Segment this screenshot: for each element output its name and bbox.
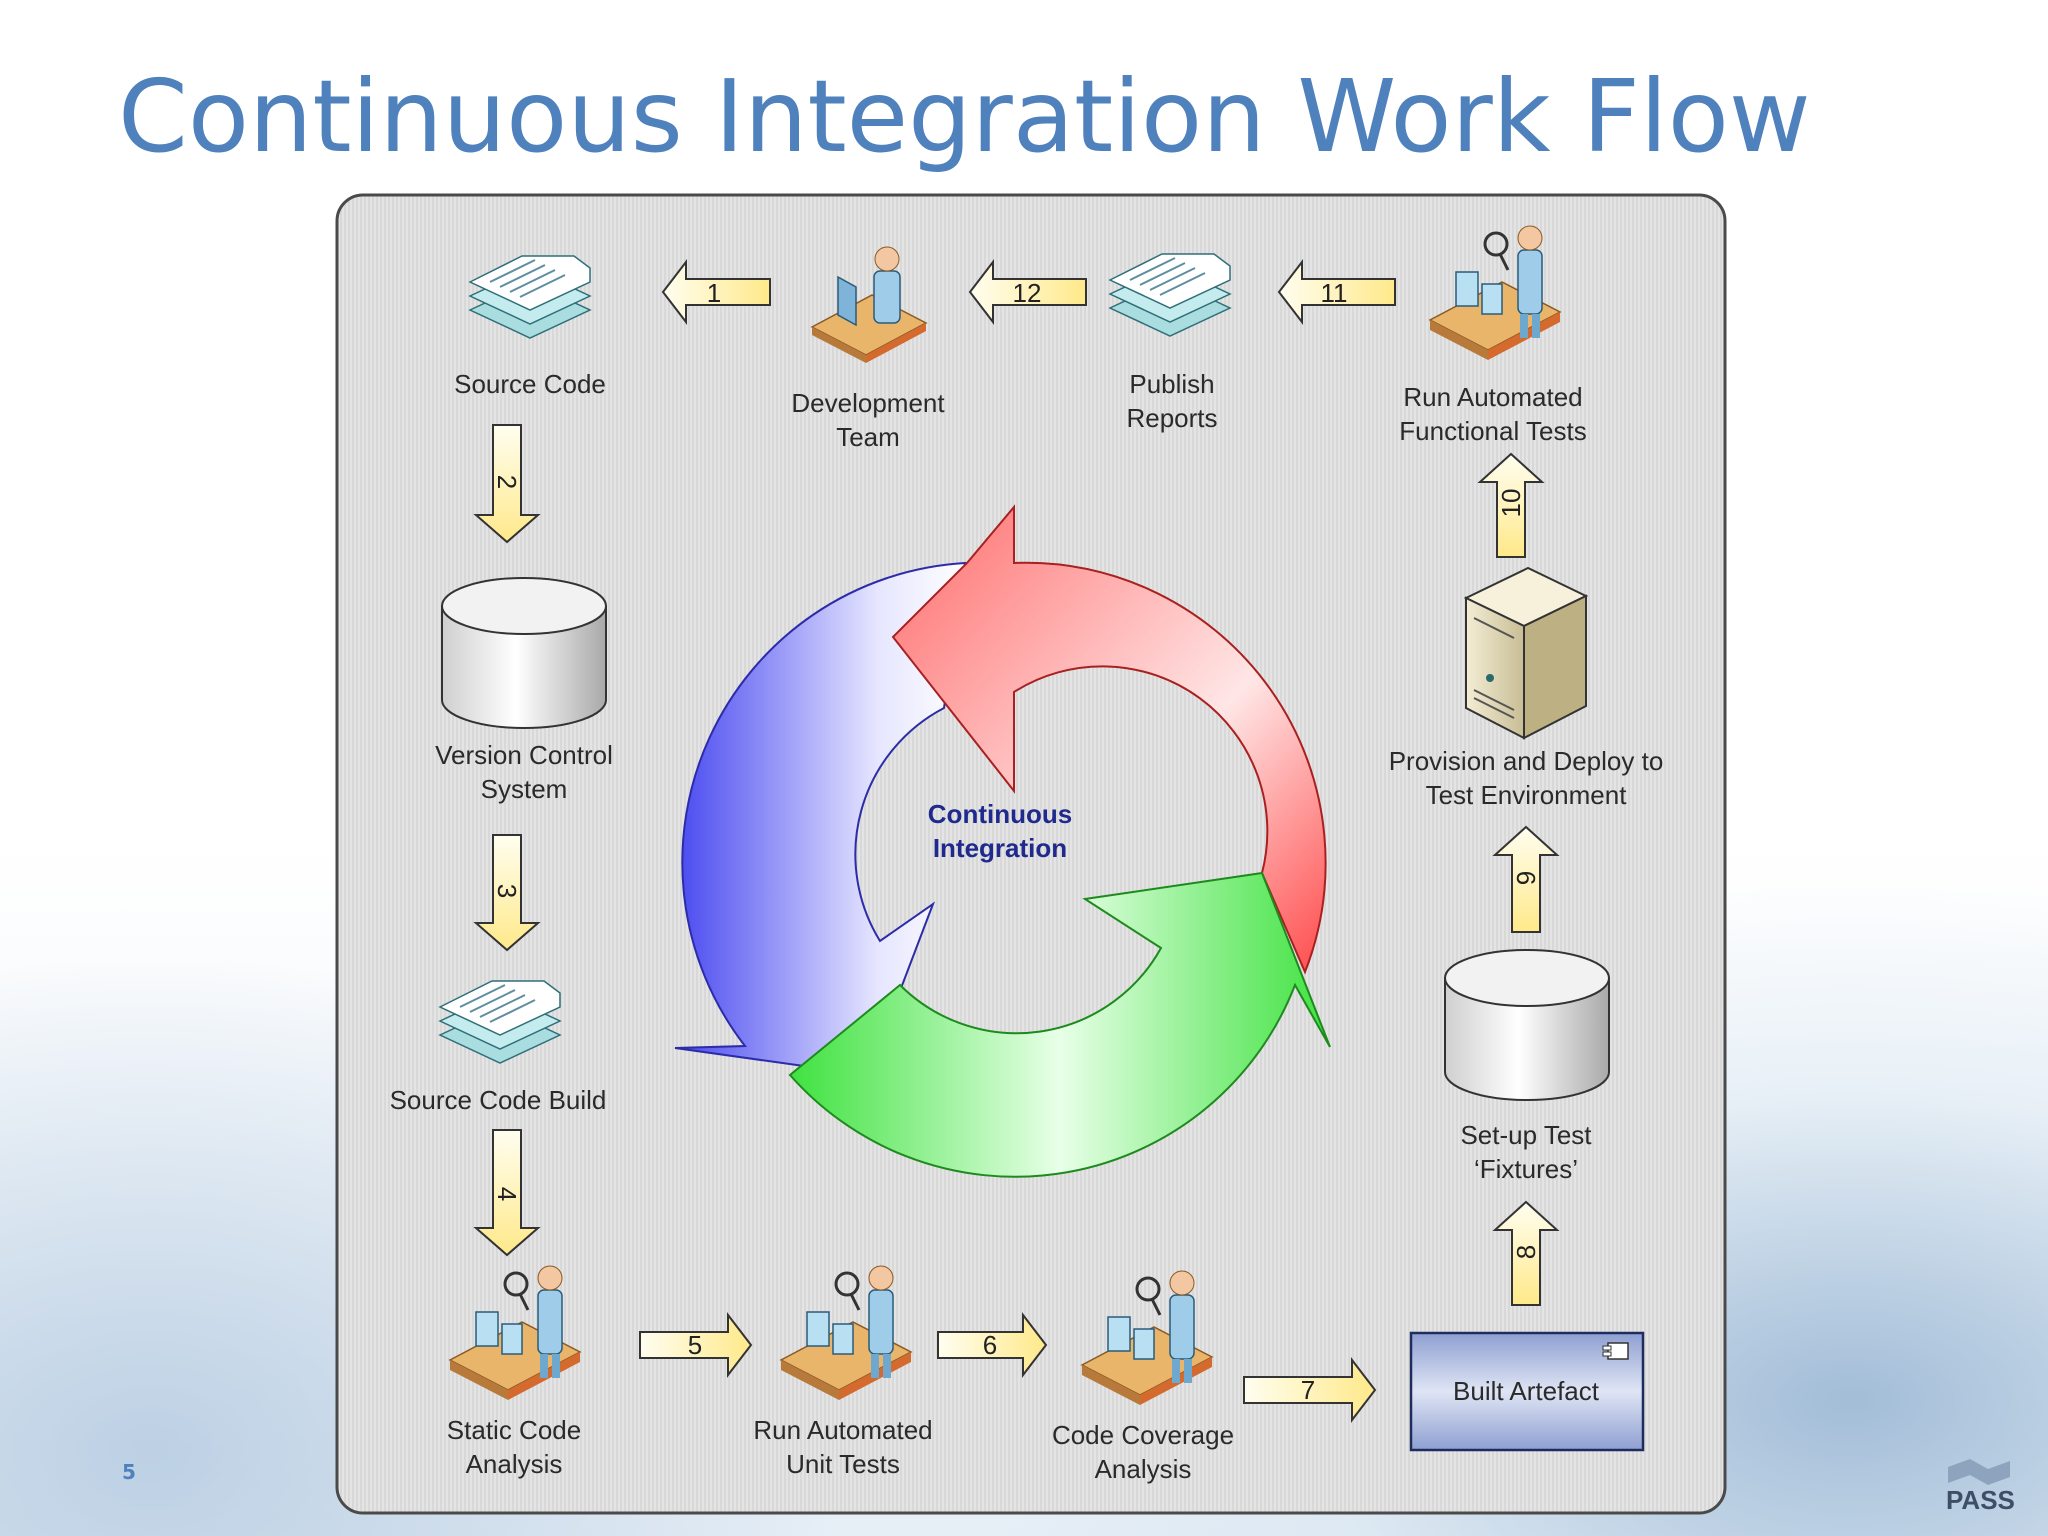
step-label-9: 9 bbox=[1511, 871, 1541, 885]
component-icon bbox=[1607, 1342, 1629, 1360]
version-control-icon bbox=[441, 577, 607, 729]
label-publish-reports-2: Reports bbox=[1126, 403, 1217, 433]
step-arrow-1: 1 bbox=[661, 259, 771, 325]
step-label-10: 10 bbox=[1496, 489, 1526, 518]
label-unit-tests-1: Run Automated bbox=[753, 1415, 932, 1445]
label-setup-fixtures-2: ‘Fixtures’ bbox=[1474, 1154, 1578, 1184]
step-label-12: 12 bbox=[1013, 278, 1042, 308]
setup-fixtures-icon bbox=[1444, 949, 1610, 1101]
step-label-3: 3 bbox=[492, 884, 522, 898]
label-built-artefact: Built Artefact bbox=[1453, 1376, 1600, 1406]
step-label-2: 2 bbox=[492, 475, 522, 489]
pass-logo-mark bbox=[1948, 1459, 2010, 1485]
label-development-team-1: Development bbox=[791, 388, 945, 418]
pass-logo: PASS bbox=[1946, 1459, 2015, 1515]
step-arrow-12: 12 bbox=[968, 259, 1087, 325]
step-arrow-2: 2 bbox=[473, 424, 541, 544]
label-code-coverage-2: Analysis bbox=[1095, 1454, 1192, 1484]
step-arrow-11: 11 bbox=[1277, 259, 1396, 325]
center-label-line2: Integration bbox=[933, 833, 1067, 863]
step-label-11: 11 bbox=[1321, 278, 1348, 308]
step-label-4: 4 bbox=[492, 1187, 522, 1201]
label-static-analysis-1: Static Code bbox=[447, 1415, 581, 1445]
label-development-team-2: Team bbox=[836, 422, 900, 452]
step-label-1: 1 bbox=[707, 278, 721, 308]
label-code-coverage-1: Code Coverage bbox=[1052, 1420, 1234, 1450]
ci-cycle: Continuous Integration bbox=[674, 504, 1331, 1178]
step-arrow-3: 3 bbox=[473, 834, 541, 952]
label-version-control-2: System bbox=[481, 774, 568, 804]
label-setup-fixtures-1: Set-up Test bbox=[1460, 1120, 1592, 1150]
label-static-analysis-2: Analysis bbox=[466, 1449, 563, 1479]
step-label-8: 8 bbox=[1511, 1245, 1541, 1259]
step-arrow-8: 8 bbox=[1492, 1200, 1560, 1306]
label-provision-deploy-1: Provision and Deploy to bbox=[1389, 746, 1664, 776]
slide-number: 5 bbox=[122, 1460, 136, 1484]
label-provision-deploy-2: Test Environment bbox=[1426, 780, 1628, 810]
label-version-control-1: Version Control bbox=[435, 740, 613, 770]
cycle-arrow-red bbox=[891, 504, 1327, 975]
label-source-code-build: Source Code Build bbox=[390, 1085, 607, 1115]
cycle-arrow-green bbox=[788, 871, 1331, 1178]
label-unit-tests-2: Unit Tests bbox=[786, 1449, 900, 1479]
slide-title: Continuous Integration Work Flow bbox=[118, 58, 1811, 175]
pass-logo-text: PASS bbox=[1946, 1485, 2015, 1515]
built-artefact-box bbox=[1409, 1331, 1645, 1452]
label-publish-reports-1: Publish bbox=[1129, 369, 1214, 399]
step-label-5: 5 bbox=[688, 1330, 702, 1360]
step-arrow-6: 6 bbox=[937, 1312, 1048, 1378]
center-label-line1: Continuous bbox=[928, 799, 1072, 829]
cycle-arrow-blue bbox=[674, 561, 967, 1077]
server-icon bbox=[1463, 566, 1589, 740]
step-arrow-9: 9 bbox=[1492, 825, 1560, 933]
step-arrow-10: 10 bbox=[1477, 452, 1545, 558]
label-source-code: Source Code bbox=[454, 369, 606, 399]
label-functional-tests-1: Run Automated bbox=[1403, 382, 1582, 412]
step-label-7: 7 bbox=[1301, 1375, 1315, 1405]
step-arrow-4: 4 bbox=[473, 1129, 541, 1257]
step-arrow-7: 7 bbox=[1243, 1357, 1377, 1423]
diagram-panel bbox=[335, 193, 1727, 1515]
step-arrow-5: 5 bbox=[639, 1312, 753, 1378]
step-label-6: 6 bbox=[983, 1330, 997, 1360]
label-functional-tests-2: Functional Tests bbox=[1399, 416, 1586, 446]
